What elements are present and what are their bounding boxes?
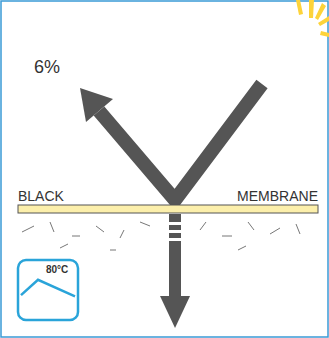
percentage-label: 6% xyxy=(34,58,60,76)
arrow-head xyxy=(80,88,113,122)
transmitted-arrow xyxy=(160,214,190,328)
sun-rays xyxy=(296,0,329,37)
temperature-icon: 80°C xyxy=(16,258,80,322)
reflection-arrows xyxy=(99,84,262,200)
material-label: MEMBRANE xyxy=(237,189,318,203)
membrane-band xyxy=(18,205,318,213)
material-label: BLACK xyxy=(18,189,64,203)
ground-hatch xyxy=(22,222,300,250)
temperature-text: 80°C xyxy=(46,265,68,275)
